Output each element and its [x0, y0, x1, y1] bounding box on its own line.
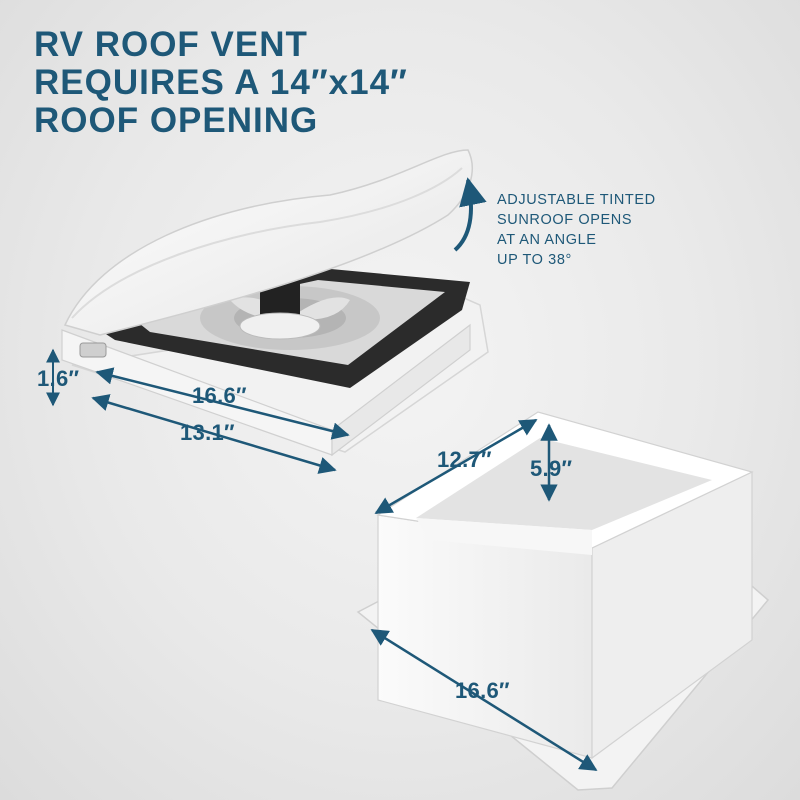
vent-height-label: 1.6″	[37, 366, 80, 391]
vent-outer-width-label: 16.6″	[192, 383, 247, 408]
vent-base-width-arrow-icon	[91, 394, 337, 474]
callout-line-2: SUNROOF OPENS	[497, 212, 633, 228]
box-width-label: 12.7″	[437, 447, 492, 472]
box-width-arrow-icon	[374, 418, 538, 515]
sunroof-callout: ADJUSTABLE TINTED SUNROOF OPENS AT AN AN…	[497, 190, 656, 270]
curved-up-arrow-icon	[453, 177, 487, 252]
headline: RV ROOF VENT REQUIRES A 14″x14″ ROOF OPE…	[34, 26, 408, 140]
callout-line-4: UP TO 38°	[497, 252, 572, 268]
vent-base-width-label: 13.1″	[180, 420, 235, 445]
box-height-label: 5.9″	[530, 456, 573, 481]
roof-vent	[61, 149, 489, 457]
headline-line-3: ROOF OPENING	[34, 101, 319, 140]
headline-line-1: RV ROOF VENT	[34, 25, 308, 64]
callout-line-1: ADJUSTABLE TINTED	[497, 192, 656, 208]
flange-width-label: 16.6″	[455, 678, 510, 703]
headline-line-2: REQUIRES A 14″x14″	[34, 63, 408, 102]
flange-width-arrow-icon	[370, 628, 598, 772]
callout-line-3: AT AN ANGLE	[497, 232, 597, 248]
